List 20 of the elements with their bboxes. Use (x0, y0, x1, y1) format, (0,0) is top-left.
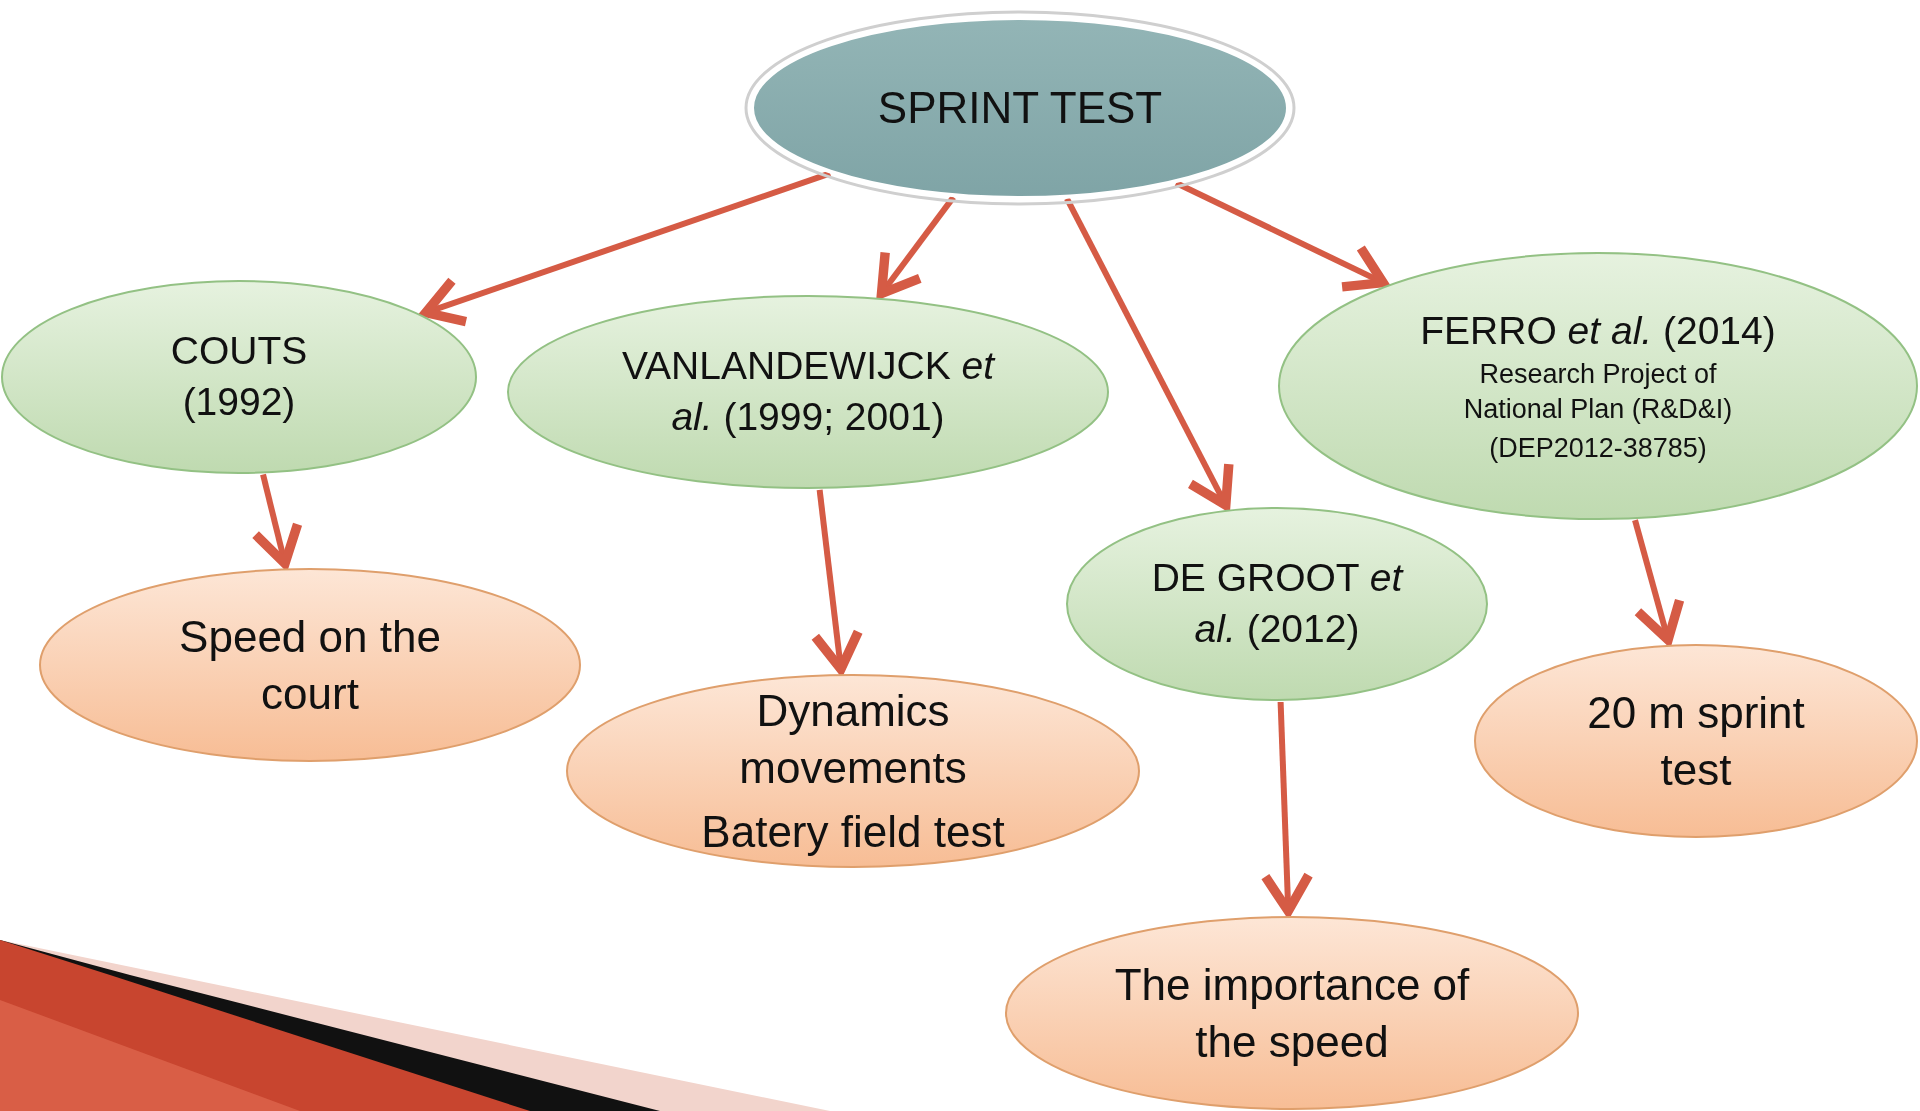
node-title: The importance of the speed (1113, 958, 1471, 1068)
arrow (421, 170, 832, 327)
node-title: SPRINT TEST (877, 82, 1163, 135)
node-subtitle: Batery field test (701, 805, 1005, 858)
arrow (810, 489, 863, 674)
node-title: FERRO et al. (2014) (1420, 308, 1776, 354)
node-title: VANLANDEWIJCK et al. (1999; 2001) (621, 343, 997, 440)
arrow (1632, 519, 1685, 645)
node-title: Speed on the court (178, 610, 442, 720)
arrow (876, 195, 956, 299)
node-title: 20 m sprint test (1586, 686, 1806, 796)
node-title: DE GROOT et al. (2012) (1150, 555, 1405, 652)
node-title: Dynamics movements (738, 685, 968, 795)
arrow (1174, 180, 1388, 292)
arrow (1260, 701, 1314, 916)
arrow (250, 473, 303, 569)
arrow (1064, 197, 1234, 510)
node-subtitle: (DEP2012-38785) (1489, 431, 1707, 465)
node-subtitle: Research Project of National Plan (R&D&I) (1462, 357, 1734, 426)
node-title: COUTS (1992) (169, 328, 309, 425)
